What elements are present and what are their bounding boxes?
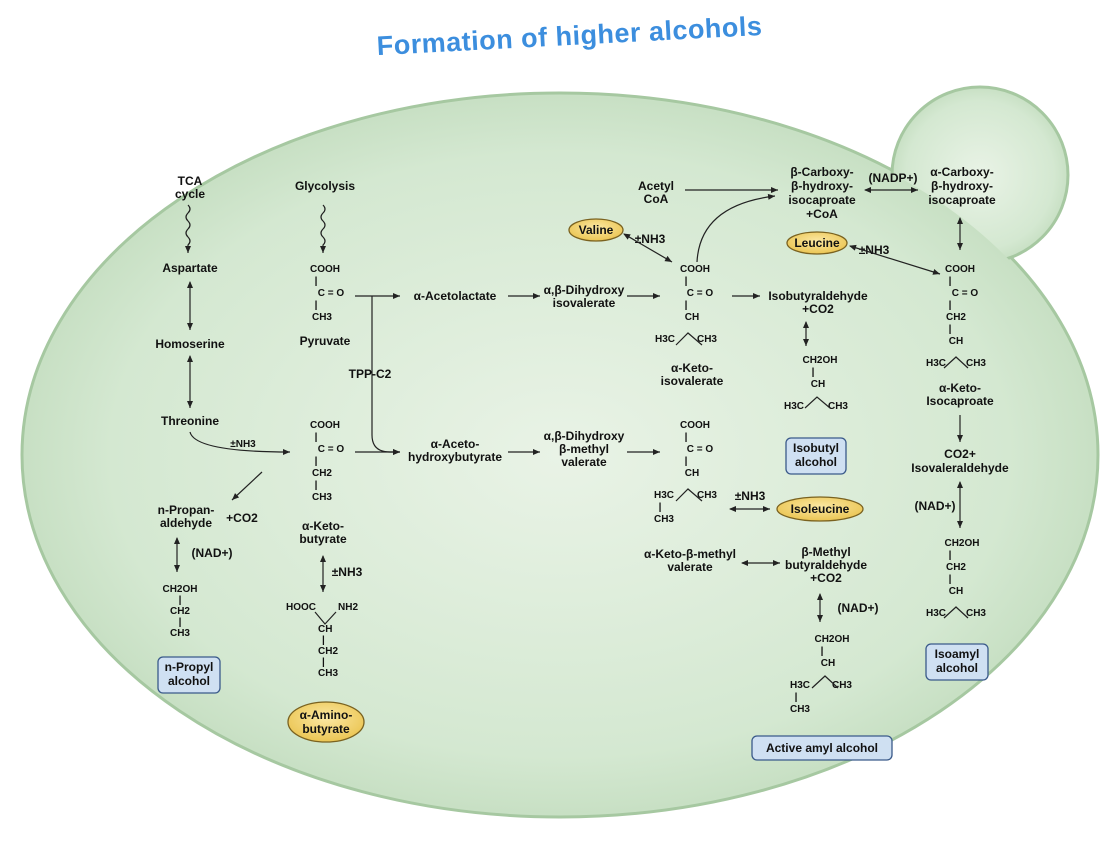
svg-text:Active amyl alcohol: Active amyl alcohol: [766, 741, 878, 755]
active-amyl-alcohol-box: Active amyl alcohol: [751, 735, 893, 761]
nh3-isoleucine: ±NH3: [735, 489, 766, 503]
carboxy-a-label: α-Carboxy-β-hydroxy-isocaproate: [928, 165, 996, 207]
svg-text:Isoleucine: Isoleucine: [791, 502, 850, 516]
svg-text:Leucine: Leucine: [794, 236, 840, 250]
nh3-threonine: ±NH3: [230, 439, 256, 450]
svg-text:Valine: Valine: [579, 223, 614, 237]
cell-outline: [20, 85, 1100, 819]
diagram-title: Formation of higher alcohols: [376, 11, 763, 61]
nh3-ketobutyrate: ±NH3: [332, 565, 363, 579]
isovaleraldehyde-label: CO2+Isovaleraldehyde: [911, 447, 1009, 475]
nad-isovaleraldehyde: (NAD+): [915, 499, 956, 513]
pyruvate-branch: Glycolysis COOH|C = O|CH3 Pyruvate TPP-C…: [286, 179, 660, 743]
threonine-label: Threonine: [161, 414, 219, 428]
propanal-label: n-Propan-aldehyde: [158, 503, 215, 530]
nh3-valine: ±NH3: [635, 232, 666, 246]
valine-badge: Valine: [568, 218, 624, 242]
pyruvate-label: Pyruvate: [300, 334, 351, 348]
nadp-label: (NADP+): [868, 171, 917, 185]
co2-propanal: +CO2: [226, 511, 258, 525]
leucine-badge: Leucine: [786, 231, 848, 255]
aminobutyrate-badge: α-Amino-butyrate: [287, 701, 365, 743]
propanol-structure: CH2OH|CH2|CH3: [162, 584, 197, 639]
ketoisocaproate-label: α-Keto-Isocaproate: [926, 381, 994, 408]
ketobutyrate-label: α-Keto-butyrate: [299, 519, 347, 546]
pyruvate-structure: COOH|C = O|CH3: [310, 264, 344, 323]
tpp-label: TPP-C2: [349, 367, 392, 381]
isoleucine-badge: Isoleucine: [776, 496, 864, 522]
aspartate-label: Aspartate: [162, 261, 218, 275]
ketobutyrate-structure: COOH|C = O|CH2|CH3: [310, 420, 344, 503]
carboxy-b-label: β-Carboxy-β-hydroxy-isocaproate+CoA: [788, 165, 856, 221]
svg-text:α-Amino-butyrate: α-Amino-butyrate: [300, 708, 353, 736]
ketoisovalerate-label: α-Keto-isovalerate: [661, 361, 724, 388]
acetolactate-label: α-Acetolactate: [414, 289, 497, 303]
isobutyraldehyde-label: Isobutyraldehyde+CO2: [768, 289, 868, 316]
glycolysis-label: Glycolysis: [295, 179, 355, 193]
wavy-arrow-tca: [185, 204, 191, 253]
leucine-branch: β-Carboxy-β-hydroxy-isocaproate+CoA (NAD…: [786, 165, 1009, 681]
nad-methylbutyraldehyde: (NAD+): [838, 601, 879, 615]
acetohydroxybutyrate-label: α-Aceto-hydroxybutyrate: [408, 437, 502, 464]
homoserine-label: Homoserine: [155, 337, 225, 351]
nad-propanal: (NAD+): [192, 546, 233, 560]
